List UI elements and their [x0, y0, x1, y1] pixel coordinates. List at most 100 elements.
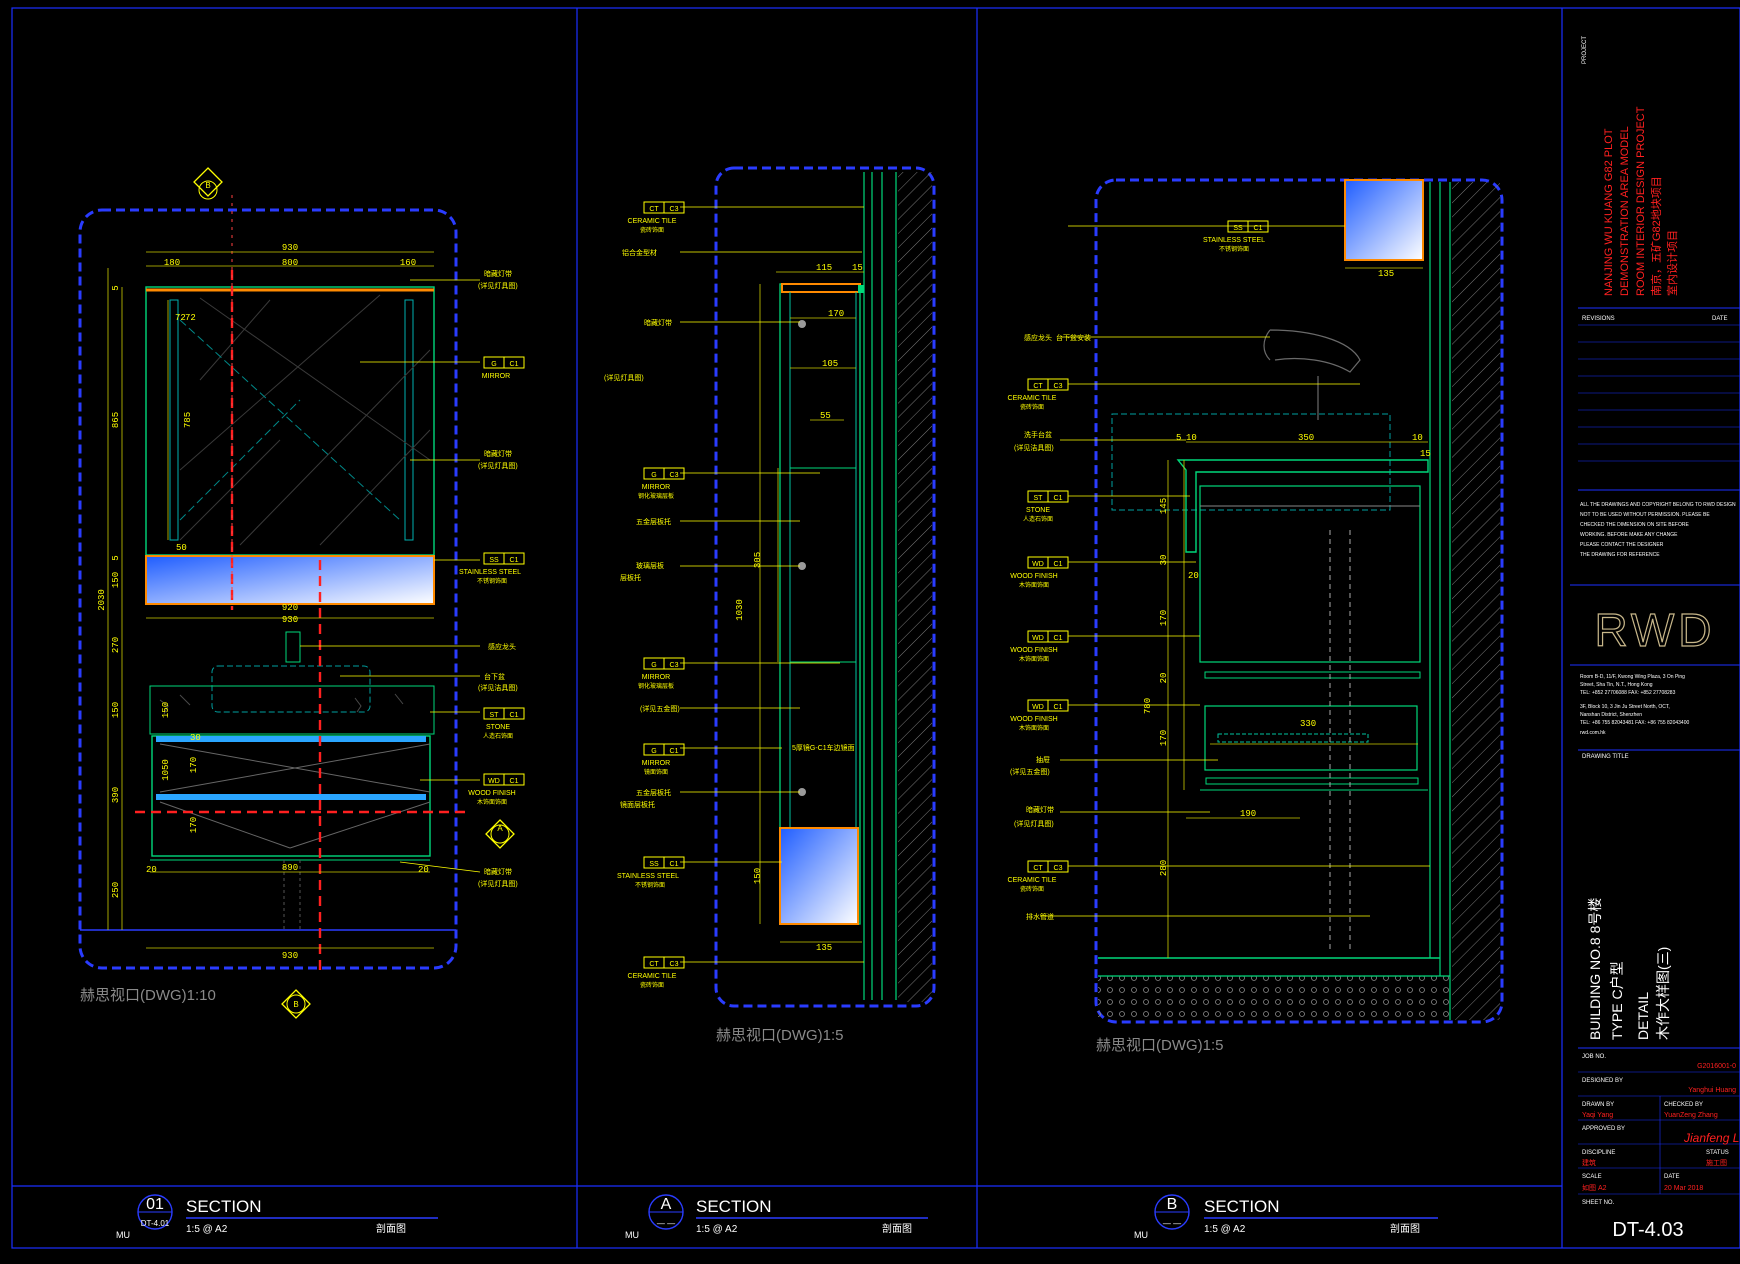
tag-mirror-a-1[interactable]: G C3 MIRROR 钢化玻璃层板	[638, 467, 685, 500]
svg-text:G: G	[651, 472, 656, 479]
svg-text:DATE: DATE	[1664, 1174, 1680, 1180]
tag-ceramic-b-bottom[interactable]: CT C3 CERAMIC TILE 瓷砖饰面	[1008, 860, 1069, 893]
svg-text:30: 30	[190, 733, 201, 743]
svg-text:YuanZeng Zhang: YuanZeng Zhang	[1664, 1112, 1718, 1119]
svg-text:台下盆: 台下盆	[484, 672, 505, 681]
svg-text:20: 20	[1159, 673, 1169, 684]
svg-text:Yaqi Yang: Yaqi Yang	[1582, 1112, 1613, 1119]
svg-text:TEL: +86 755 82043481 FAX: +: TEL: +86 755 82043481 FAX: +86 755 82043…	[1580, 720, 1689, 726]
svg-text:135: 135	[816, 943, 832, 953]
svg-text:木饰面饰面: 木饰面饰面	[477, 798, 507, 806]
svg-text:不锈钢饰面: 不锈钢饰面	[1219, 245, 1249, 253]
view-01-section: B B A 930 180 800 160 920 930 890 930 72…	[78, 167, 525, 1019]
tag-wood-b-2[interactable]: WD C1 WOOD FINISH 木饰面饰面	[1010, 630, 1069, 663]
svg-text:WD: WD	[1032, 561, 1044, 568]
svg-text:ALL THE DRAWINGS AND COPYRIGHT: ALL THE DRAWINGS AND COPYRIGHT BELONG TO…	[1580, 502, 1736, 508]
svg-text:305: 305	[753, 552, 763, 568]
svg-text:01: 01	[146, 1196, 164, 1213]
svg-text:890: 890	[282, 863, 298, 873]
svg-text:10: 10	[1412, 433, 1423, 443]
svg-text:瓷砖饰面: 瓷砖饰面	[640, 981, 664, 989]
view-title-b[interactable]: B — — MU SECTION 1:5 @ A2 剖面图	[1134, 1194, 1438, 1240]
svg-text:C1: C1	[1054, 561, 1063, 568]
view-title-a[interactable]: A — — MU SECTION 1:5 @ A2 剖面图	[625, 1194, 928, 1240]
svg-text:(详见灯具图): (详见灯具图)	[1014, 819, 1054, 828]
tag-ceramic-b-top[interactable]: CT C3 CERAMIC TILE 瓷砖饰面	[1008, 378, 1069, 411]
svg-text:Yanghui Huang: Yanghui Huang	[1688, 1087, 1736, 1094]
svg-text:CHECKED BY: CHECKED BY	[1664, 1102, 1703, 1108]
tag-mirror-a-2[interactable]: G C3 MIRROR 钢化玻璃层板	[638, 657, 685, 690]
basin	[211, 665, 371, 713]
svg-text:C1: C1	[1054, 704, 1063, 711]
svg-text:SECTION: SECTION	[186, 1197, 262, 1216]
svg-text:C1: C1	[670, 861, 679, 868]
svg-text:5: 5	[1176, 433, 1181, 443]
svg-text:NOT TO BE USED WITHOUT PERMISS: NOT TO BE USED WITHOUT PERMISSION. PLEAS…	[1580, 512, 1710, 518]
svg-text:55: 55	[820, 411, 831, 421]
svg-text:30: 30	[1159, 555, 1169, 566]
section-marker-top[interactable]: B	[193, 167, 223, 200]
svg-text:72: 72	[175, 313, 186, 323]
svg-text:钢化玻璃层板: 钢化玻璃层板	[638, 492, 674, 500]
tag-stainless-01[interactable]: SS C1 STAINLESS STEEL 不锈钢饰面	[459, 552, 525, 585]
viewport-frame-01[interactable]	[78, 208, 458, 970]
tag-wood-01[interactable]: WD C1 WOOD FINISH 木饰面饰面	[468, 773, 525, 806]
tag-wood-b-1[interactable]: WD C1 WOOD FINISH 木饰面饰面	[1010, 556, 1069, 589]
svg-text:G: G	[651, 662, 656, 669]
svg-text:350: 350	[1298, 433, 1314, 443]
svg-text:C3: C3	[1054, 383, 1063, 390]
tag-ceramic-a-bottom[interactable]: CT C3 CERAMIC TILE 瓷砖饰面	[628, 956, 685, 989]
tag-stainless-b[interactable]: SS C1 STAINLESS STEEL 不锈钢饰面	[1203, 220, 1269, 253]
sheet-number: DT-4.03	[1612, 1219, 1683, 1241]
svg-text:玻璃层板: 玻璃层板	[636, 561, 664, 570]
svg-text:DRAWN BY: DRAWN BY	[1582, 1102, 1614, 1108]
svg-text:CHECKED THE DIMENSION ON SITE: CHECKED THE DIMENSION ON SITE BEFORE	[1580, 522, 1689, 528]
view-title-01[interactable]: 01 DT-4.01 MU SECTION 1:5 @ A2 剖面图	[116, 1194, 438, 1240]
svg-text:CERAMIC TILE: CERAMIC TILE	[628, 218, 677, 225]
view-a-section: 115 15 170 105 55 135 305 1030 150 铝合金型材…	[604, 166, 936, 1044]
svg-text:SS: SS	[1233, 225, 1243, 232]
svg-text:20: 20	[1188, 571, 1199, 581]
tag-mirror-a-3[interactable]: G C1 MIRROR 镜面饰面	[642, 743, 685, 776]
svg-text:C1: C1	[1054, 495, 1063, 502]
section-marker-right[interactable]: A	[485, 819, 515, 849]
basin-b	[1199, 485, 1421, 663]
svg-text:1:5 @ A2: 1:5 @ A2	[696, 1224, 738, 1235]
tag-mirror-01[interactable]: G C1 MIRROR	[482, 356, 525, 380]
svg-text:MU: MU	[625, 1230, 639, 1240]
svg-text:DESIGNED BY: DESIGNED BY	[1582, 1078, 1623, 1084]
svg-text:280: 280	[1159, 860, 1169, 876]
viewport-frame-a[interactable]	[714, 166, 936, 1008]
svg-text:(详见灯具图): (详见灯具图)	[478, 879, 518, 888]
svg-text:145: 145	[1159, 498, 1169, 514]
svg-text:MIRROR: MIRROR	[482, 373, 510, 380]
svg-text:C3: C3	[670, 662, 679, 669]
svg-text:TEL: +852 27706088 FAX: +852: TEL: +852 27706088 FAX: +852 27708283	[1580, 690, 1676, 696]
tag-stainless-a[interactable]: SS C1 STAINLESS STEEL 不锈钢饰面	[617, 856, 685, 889]
svg-text:木作大样图(三): 木作大样图(三)	[1655, 947, 1671, 1040]
svg-text:CT: CT	[1033, 865, 1043, 872]
svg-text:5厚镜G-C1车边镜面: 5厚镜G-C1车边镜面	[792, 743, 855, 752]
viewport-label-a: 赫思视口(DWG)1:5	[716, 1027, 844, 1044]
tag-wood-b-3[interactable]: WD C1 WOOD FINISH 木饰面饰面	[1010, 699, 1069, 732]
building-title: BUILDING NO.8 8号楼	[1587, 898, 1603, 1040]
svg-text:剖面图: 剖面图	[1390, 1222, 1420, 1235]
svg-text:DISCIPLINE: DISCIPLINE	[1582, 1150, 1615, 1156]
svg-text:SCALE: SCALE	[1582, 1174, 1602, 1180]
svg-text:暗藏灯带: 暗藏灯带	[484, 867, 512, 876]
svg-text:WD: WD	[1032, 635, 1044, 642]
svg-text:钢化玻璃层板: 钢化玻璃层板	[638, 682, 674, 690]
viewport-frame-b[interactable]	[1094, 178, 1504, 1024]
section-marker-bottom[interactable]: B	[281, 989, 311, 1019]
svg-text:NANJING WU KUANG G82 PLOT: NANJING WU KUANG G82 PLOT	[1603, 128, 1615, 296]
tag-stone-b[interactable]: ST C1 STONE 人造石饰面	[1023, 490, 1069, 523]
svg-text:270: 270	[111, 637, 121, 653]
svg-text:WOOD FINISH: WOOD FINISH	[1010, 716, 1057, 723]
svg-text:G: G	[491, 361, 496, 368]
svg-text:STATUS: STATUS	[1706, 1150, 1729, 1156]
tag-ceramic-a-top[interactable]: CT C3 CERAMIC TILE 瓷砖饰面	[628, 201, 685, 234]
svg-text:人造石饰面: 人造石饰面	[1023, 515, 1053, 523]
tag-stone-01[interactable]: ST C1 STONE 人造石饰面	[483, 707, 525, 740]
svg-text:1030: 1030	[735, 599, 745, 621]
svg-text:3F, Block 10, 3 Jin Ju Street: 3F, Block 10, 3 Jin Ju Street North, OCT…	[1580, 704, 1670, 710]
